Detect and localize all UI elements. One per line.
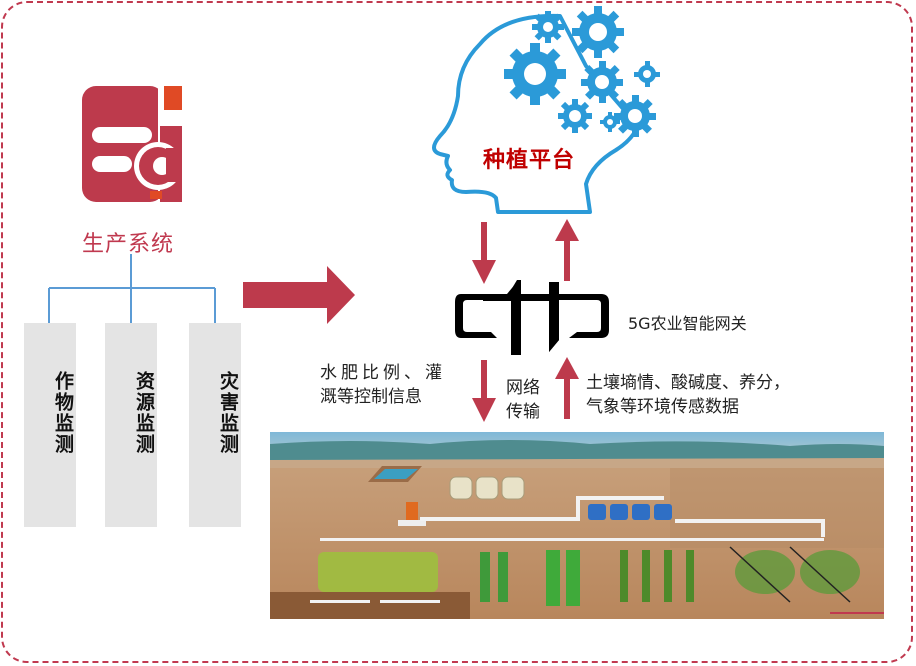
network-line1: 网络 (506, 378, 540, 398)
arrow-down-to-field (472, 360, 496, 422)
tree-connector (48, 254, 216, 324)
arrow-down-to-gateway (472, 222, 496, 284)
downlink-info-line2: 溉等控制信息 (320, 387, 422, 407)
downlink-info-line1: 水肥比例、灌 (320, 363, 446, 383)
module-label: 作物监测 (52, 371, 74, 455)
module-label: 灾害监测 (217, 371, 239, 455)
head-gears-icon (432, 6, 660, 214)
planting-platform-title: 种植平台 (483, 147, 576, 173)
module-crop-monitoring[interactable]: 作物监测 (24, 323, 76, 527)
module-disaster-monitoring[interactable]: 灾害监测 (189, 323, 241, 527)
production-system-title: 生产系统 (82, 232, 175, 257)
arrow-up-to-platform (555, 219, 579, 281)
gateway-logo-icon (455, 280, 609, 355)
right-arrow-icon (243, 266, 355, 324)
uplink-info-line1: 土壤墒情、酸碱度、养分， (586, 373, 790, 393)
smart-irrigation-field-illustration (270, 432, 884, 619)
production-system-icon (82, 86, 182, 202)
gateway-label: 5G农业智能网关 (628, 314, 747, 333)
network-line2: 传输 (506, 402, 540, 422)
uplink-info-line2: 气象等环境传感数据 (586, 397, 739, 417)
arrow-up-to-gateway (555, 357, 579, 419)
module-resource-monitoring[interactable]: 资源监测 (105, 323, 157, 527)
module-label: 资源监测 (133, 371, 155, 455)
network-transmission-label: 网络 传输 (506, 376, 540, 424)
downlink-info-label: 水肥比例、灌 溉等控制信息 (320, 361, 446, 409)
uplink-info-label: 土壤墒情、酸碱度、养分， 气象等环境传感数据 (586, 371, 790, 419)
